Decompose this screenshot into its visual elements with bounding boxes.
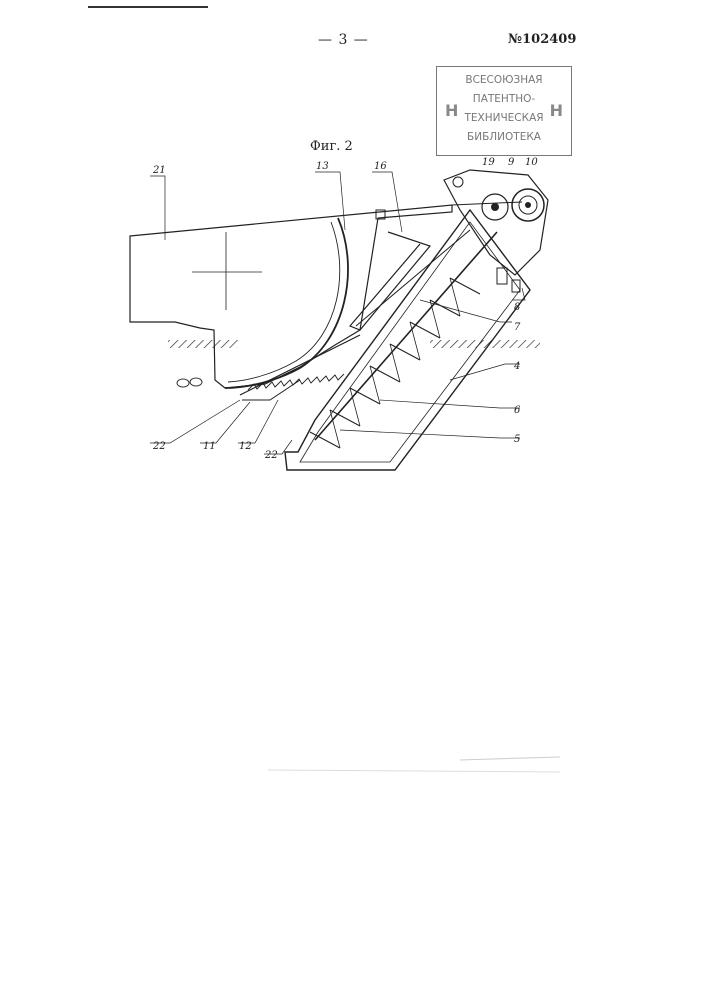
leader-13 bbox=[315, 172, 345, 230]
scan-mark bbox=[460, 757, 560, 760]
leader-12 bbox=[238, 400, 278, 443]
leader-22a bbox=[150, 400, 240, 443]
leader-21 bbox=[150, 176, 165, 240]
conveyor-housing bbox=[285, 210, 530, 470]
ref-label-5: 5 bbox=[514, 434, 520, 445]
feed-plate bbox=[240, 335, 360, 395]
ref-label-22: 22 bbox=[153, 441, 166, 452]
ref-label-16: 16 bbox=[374, 161, 387, 172]
ground-left bbox=[168, 340, 238, 348]
leader-5 bbox=[340, 430, 520, 438]
drive-bracket bbox=[444, 170, 548, 275]
ref-label-10: 10 bbox=[525, 157, 538, 168]
ref-label-4: 4 bbox=[514, 361, 520, 372]
leader-11 bbox=[200, 402, 250, 443]
leader-6 bbox=[380, 400, 520, 408]
ref-label-6: 6 bbox=[514, 405, 520, 416]
screw-flight-diag bbox=[330, 278, 460, 448]
ref-label-7: 7 bbox=[514, 322, 520, 333]
ref-label-8: 8 bbox=[514, 302, 520, 313]
bucket-arc bbox=[225, 218, 348, 388]
ref-label-9: 9 bbox=[508, 157, 514, 168]
ref-label-21: 21 bbox=[153, 165, 166, 176]
ref-label-19: 19 bbox=[482, 157, 495, 168]
stone bbox=[177, 379, 189, 387]
stone bbox=[190, 378, 202, 386]
ground-right bbox=[430, 340, 540, 348]
ref-label-11: 11 bbox=[203, 441, 216, 452]
drum-10-hub bbox=[525, 202, 531, 208]
leader-4 bbox=[450, 364, 520, 380]
bucket-arc-inner bbox=[228, 222, 340, 382]
leader-16 bbox=[372, 172, 402, 232]
ref-label-12: 12 bbox=[239, 441, 252, 452]
ref-label-22-second: 22 bbox=[265, 450, 278, 461]
pivot bbox=[453, 177, 463, 187]
machine-body bbox=[130, 205, 452, 388]
scan-mark bbox=[268, 770, 560, 772]
screw-shaft bbox=[315, 232, 497, 440]
sprocket-hub bbox=[491, 203, 499, 211]
bolt bbox=[512, 280, 520, 292]
ref-label-13: 13 bbox=[316, 161, 329, 172]
